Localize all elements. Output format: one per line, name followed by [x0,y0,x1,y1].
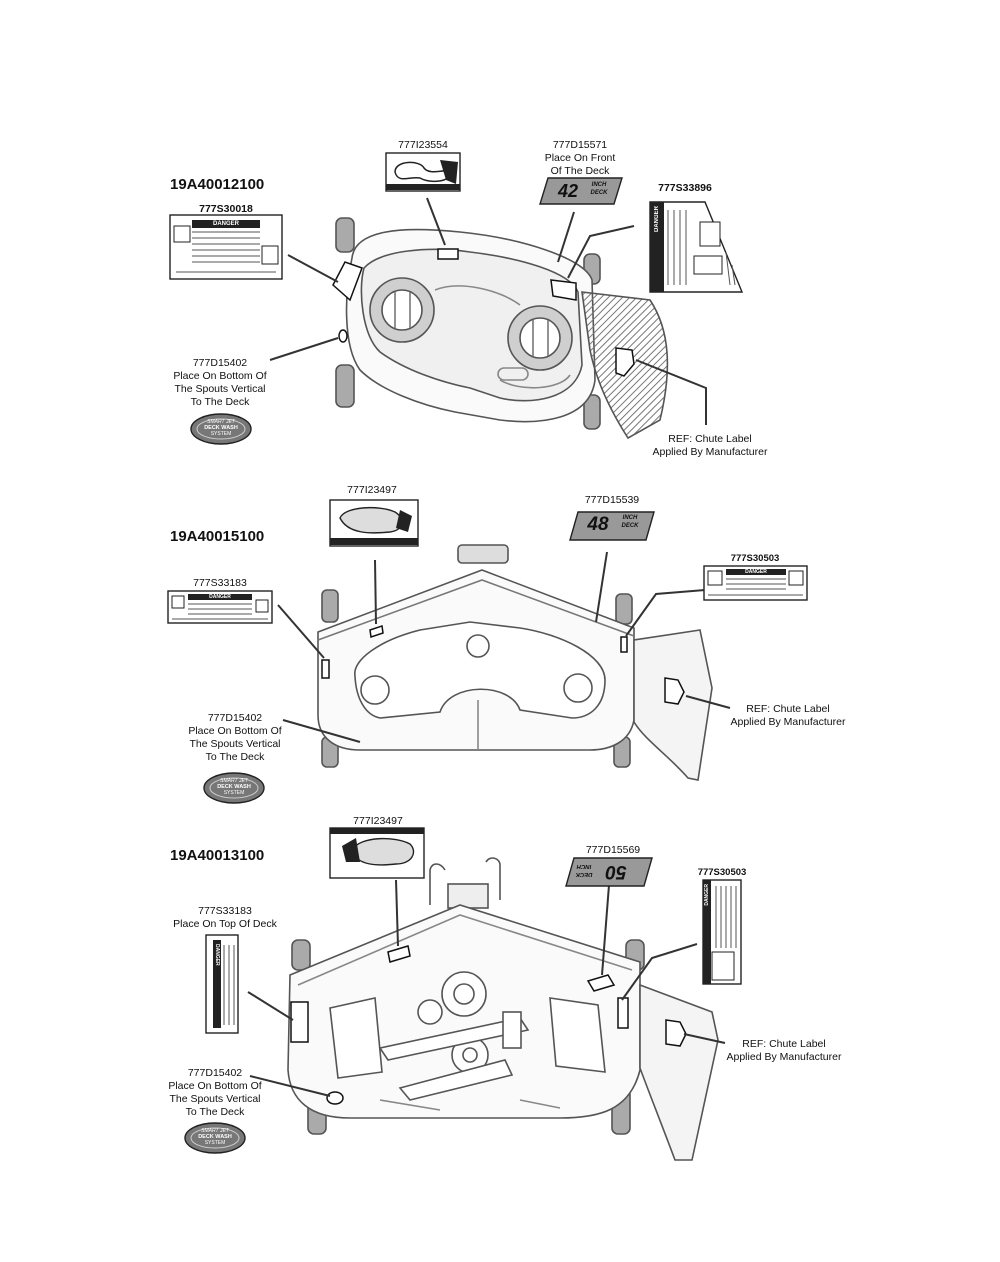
danger-left-note-3: Place On Top Of Deck [173,918,277,930]
chute-ref-1b: Applied By Manufacturer [652,446,768,458]
danger-decal-right-48 [703,565,808,601]
deck-48-placements [321,625,685,705]
deck-wash-text-3: DECK WASH [198,1134,232,1140]
wash-pn-1: 777D15402 [192,357,248,369]
wash-note-2c: To The Deck [205,751,265,763]
deck-size-number-3: 50 [605,861,627,882]
wash-note-1c: To The Deck [190,396,250,408]
deck-size-inch-1: INCH [591,182,607,188]
deck-size-note-1b: Of The Deck [550,165,610,177]
belt-decal-50-art [329,827,425,879]
deck-size-inch-2: INCH [622,515,638,521]
deck-size-deck-1: DECK [590,190,608,196]
model-number-2: 19A40015100 [170,528,265,545]
danger-word-vertical-50: DANGER [704,884,710,906]
danger-right-pn-3: 777S30503 [697,867,747,878]
smart-jet-text-2: SMART JET [220,778,248,784]
smart-jet-oval-1 [190,413,252,445]
deck-size-plate-50 [565,857,653,887]
belt-decal-pn-1: 777I23554 [398,139,448,151]
wash-note-1b: The Spouts Vertical [174,383,266,395]
belt-decal-pn-3: 777I23497 [353,815,403,827]
danger-decal-left-42 [169,214,283,280]
wash-note-3b: The Spouts Vertical [169,1093,261,1105]
deck-size-number-2: 48 [587,514,609,535]
deck-48-drawing [317,544,713,781]
belt-decal-48-art [329,499,419,547]
wash-pn-3: 777D15402 [187,1067,243,1079]
deck-size-deck-3: DECK [575,871,593,877]
smart-jet-text-3: SMART JET [201,1128,229,1134]
system-text-2: SYSTEM [223,790,245,796]
danger-decal-vertical-42 [649,201,744,293]
danger-word-left-50: DANGER [214,944,220,966]
deck-50-drawing [287,857,719,1161]
deck-size-deck-2: DECK [621,523,639,529]
danger-left-pn-2: 777S33183 [193,577,247,589]
deck-42-drawing [335,217,669,440]
deck-50-leaders [247,879,726,1097]
chute-ref-1a: REF: Chute Label [668,433,752,445]
danger-left-pn-3: 777S33183 [198,905,252,917]
model-number-3: 19A40013100 [170,847,265,864]
deck-42-placements [332,248,635,377]
system-text-3: SYSTEM [204,1140,226,1146]
chute-ref-2b: Applied By Manufacturer [730,716,846,728]
deck-size-number-1: 42 [557,181,579,201]
danger-decal-left-vertical-50 [205,934,239,1034]
belt-decal-42-art [385,152,461,192]
wash-note-1a: Place On Bottom Of [173,370,267,382]
deck-size-plate-42 [539,177,623,205]
danger-right-pn-2: 777S30503 [730,553,780,564]
danger-left-pn-1: 777S30018 [199,203,253,215]
deck-size-pn-2: 777D15539 [584,494,640,506]
wash-note-2b: The Spouts Vertical [189,738,281,750]
wash-pn-2: 777D15402 [207,712,263,724]
smart-jet-oval-2 [203,772,265,804]
smart-jet-text-1: SMART JET [207,419,235,425]
wash-note-3a: Place On Bottom Of [168,1080,262,1092]
wash-note-3c: To The Deck [185,1106,245,1118]
smart-jet-oval-3 [184,1122,246,1154]
danger-side-pn-1: 777S33896 [658,182,712,194]
danger-word-vertical-42: DANGER [654,206,660,233]
danger-word-right-48: DANGER [745,569,767,575]
chute-ref-2a: REF: Chute Label [746,703,830,715]
belt-decal-pn-2: 777I23497 [347,484,397,496]
deck-size-plate-48 [569,511,655,541]
chute-ref-3b: Applied By Manufacturer [726,1051,842,1063]
system-text-1: SYSTEM [210,431,232,437]
danger-decal-left-48 [167,590,273,624]
deck-42-leaders [269,197,707,425]
deck-size-pn-1: 777D15571 [552,139,608,151]
deck-wash-text-2: DECK WASH [217,784,251,790]
deck-size-pn-3: 777D15569 [585,844,641,856]
danger-word-left-42: DANGER [212,221,239,227]
deck-size-inch-3: INCH [576,863,592,869]
deck-50-placements [290,945,687,1105]
deck-wash-text-1: DECK WASH [204,425,238,431]
danger-word-left-48: DANGER [209,594,231,600]
danger-decal-vertical-50 [702,879,742,985]
wash-note-2a: Place On Bottom Of [188,725,282,737]
chute-ref-3a: REF: Chute Label [742,1038,826,1050]
deck-48-leaders [277,551,731,743]
model-number-1: 19A40012100 [170,176,265,193]
deck-size-note-1a: Place On Front [544,152,616,164]
